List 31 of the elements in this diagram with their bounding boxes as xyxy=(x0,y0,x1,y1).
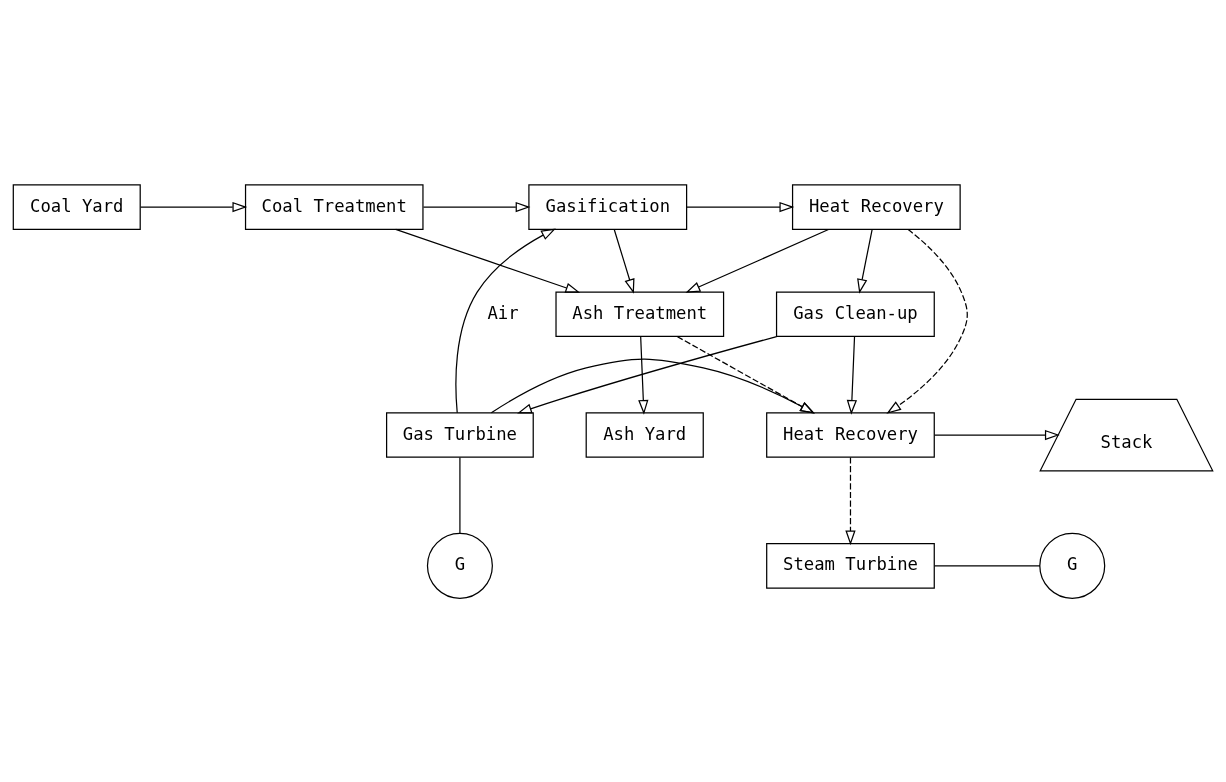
node-box: Coal Yard xyxy=(12,183,141,230)
node-box: Steam Turbine xyxy=(766,542,935,589)
node-box: Ash Yard xyxy=(585,411,704,458)
node-box: Gas Clean-up xyxy=(775,291,935,337)
node-box: Coal Treatment xyxy=(244,183,424,230)
edge-label: Air xyxy=(487,302,519,323)
arrow xyxy=(638,335,649,415)
node-box: Gasification xyxy=(528,183,688,230)
node-box: Ash Treatment xyxy=(555,291,725,337)
node-circle: G xyxy=(426,532,493,599)
node-box: Heat Recovery xyxy=(766,411,935,458)
arrow xyxy=(676,335,815,414)
arrow xyxy=(886,228,968,414)
arrow xyxy=(613,228,635,294)
connector xyxy=(459,456,461,534)
arrow xyxy=(933,429,1060,440)
arrow xyxy=(517,335,778,414)
node-box: Gas Turbine xyxy=(386,411,534,458)
arrow xyxy=(685,228,830,293)
arrow xyxy=(490,357,815,414)
node-box: Heat Recovery xyxy=(791,183,961,230)
node-circle: G xyxy=(1039,532,1106,599)
arrow xyxy=(857,228,873,294)
connector xyxy=(933,564,1041,566)
arrow xyxy=(846,335,858,415)
arrow xyxy=(422,201,531,212)
arrow xyxy=(140,201,248,212)
arrow xyxy=(455,227,556,413)
arrow xyxy=(686,201,795,212)
arrow xyxy=(845,456,856,545)
arrow xyxy=(395,228,581,293)
